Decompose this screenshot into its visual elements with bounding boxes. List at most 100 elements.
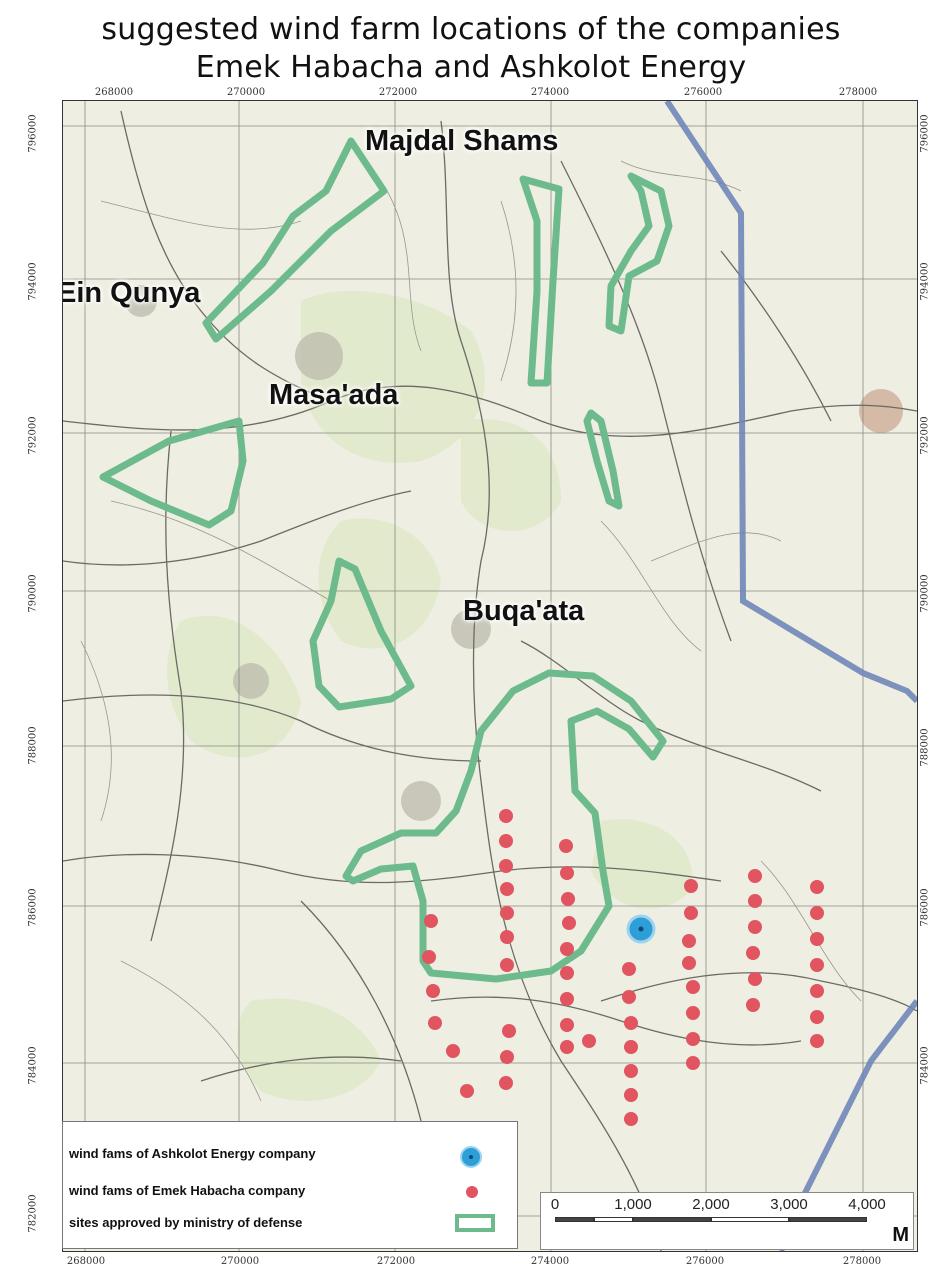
grid-label-left: 790000	[27, 574, 39, 613]
grid-label-bottom: 268000	[66, 1256, 106, 1267]
emek-turbine-marker[interactable]	[684, 906, 698, 920]
grid-label-top: 268000	[94, 87, 134, 98]
emek-turbine-marker[interactable]	[686, 1056, 700, 1070]
grid-label-bottom: 270000	[220, 1256, 260, 1267]
grid-label-bottom: 276000	[685, 1256, 725, 1267]
scale-segment	[711, 1217, 789, 1222]
ashkolot-turbine-marker[interactable]	[626, 914, 656, 944]
emek-turbine-marker[interactable]	[560, 866, 574, 880]
emek-turbine-marker[interactable]	[502, 1024, 516, 1038]
scale-bar: 0 1,000 2,000 3,000 4,000 M	[540, 1192, 914, 1250]
grid-label-bottom: 272000	[376, 1256, 416, 1267]
map-title-line-2: Emek Habacha and Ashkolot Energy	[195, 50, 747, 85]
map-title-line-1: suggested wind farm locations of the com…	[101, 12, 841, 47]
scale-label: 0	[550, 1196, 560, 1213]
emek-turbine-marker[interactable]	[682, 956, 696, 970]
scale-unit: M	[892, 1224, 909, 1246]
roads	[63, 110, 917, 1251]
emek-turbine-marker[interactable]	[500, 1050, 514, 1064]
place-label-ein-qunya: Ein Qunya	[62, 277, 201, 309]
emek-turbine-marker[interactable]	[560, 942, 574, 956]
approved-site	[309, 557, 415, 711]
border-line	[664, 101, 917, 1251]
emek-turbine-marker[interactable]	[748, 869, 762, 883]
emek-turbine-marker[interactable]	[499, 859, 513, 873]
village-areas	[125, 285, 903, 821]
emek-turbine-marker[interactable]	[428, 1016, 442, 1030]
emek-turbine-marker[interactable]	[810, 1034, 824, 1048]
emek-turbine-marker[interactable]	[748, 894, 762, 908]
grid-label-right: 788000	[919, 728, 931, 767]
emek-turbine-marker[interactable]	[499, 809, 513, 823]
grid-label-left: 784000	[27, 1046, 39, 1085]
emek-turbine-marker[interactable]	[746, 946, 760, 960]
approved-site	[519, 175, 563, 387]
legend-label-emek: wind fams of Emek Habacha company	[69, 1183, 306, 1198]
emek-turbine-group	[422, 809, 824, 1126]
emek-turbine-marker[interactable]	[500, 930, 514, 944]
emek-turbine-marker[interactable]	[582, 1034, 596, 1048]
approved-sites	[99, 137, 673, 983]
emek-turbine-marker[interactable]	[562, 916, 576, 930]
emek-turbine-marker[interactable]	[622, 962, 636, 976]
emek-turbine-marker[interactable]	[424, 914, 438, 928]
emek-turbine-marker[interactable]	[500, 958, 514, 972]
scale-segment	[594, 1217, 633, 1222]
emek-turbine-marker[interactable]	[426, 984, 440, 998]
grid-label-right: 796000	[919, 114, 931, 153]
ashkolot-turbine-icon	[460, 1146, 482, 1168]
emek-turbine-marker[interactable]	[686, 980, 700, 994]
emek-turbine-marker[interactable]	[810, 984, 824, 998]
scale-segment	[789, 1217, 867, 1222]
emek-turbine-marker[interactable]	[560, 1018, 574, 1032]
emek-turbine-marker[interactable]	[682, 934, 696, 948]
emek-turbine-marker[interactable]	[460, 1084, 474, 1098]
grid-label-right: 790000	[919, 574, 931, 613]
grid-label-left: 782000	[27, 1194, 39, 1233]
emek-turbine-marker[interactable]	[624, 1016, 638, 1030]
emek-turbine-marker[interactable]	[810, 958, 824, 972]
emek-turbine-marker[interactable]	[560, 1040, 574, 1054]
vegetation-areas	[167, 291, 693, 1101]
place-label-masaada: Masa'ada	[269, 379, 399, 411]
grid-label-top: 274000	[530, 87, 570, 98]
emek-turbine-marker[interactable]	[624, 1064, 638, 1078]
emek-turbine-icon	[466, 1186, 478, 1198]
grid-label-left: 788000	[27, 726, 39, 765]
scale-label: 4,000	[848, 1196, 886, 1213]
map-legend: wind fams of Ashkolot Energy company win…	[62, 1121, 518, 1249]
emek-turbine-marker[interactable]	[748, 972, 762, 986]
emek-turbine-marker[interactable]	[624, 1040, 638, 1054]
grid-label-left: 792000	[27, 416, 39, 455]
emek-turbine-marker[interactable]	[499, 1076, 513, 1090]
scale-segment	[633, 1217, 711, 1222]
emek-turbine-marker[interactable]	[624, 1112, 638, 1126]
emek-turbine-marker[interactable]	[561, 892, 575, 906]
approved-site	[202, 137, 388, 343]
emek-turbine-marker[interactable]	[810, 880, 824, 894]
emek-turbine-marker[interactable]	[559, 839, 573, 853]
emek-turbine-marker[interactable]	[622, 990, 636, 1004]
place-label-buqaata: Buqa'ata	[463, 595, 585, 627]
emek-turbine-marker[interactable]	[499, 834, 513, 848]
emek-turbine-marker[interactable]	[560, 992, 574, 1006]
legend-label-ashkolot: wind fams of Ashkolot Energy company	[69, 1146, 316, 1161]
emek-turbine-marker[interactable]	[624, 1088, 638, 1102]
emek-turbine-marker[interactable]	[500, 882, 514, 896]
grid-label-bottom: 274000	[530, 1256, 570, 1267]
emek-turbine-marker[interactable]	[446, 1044, 460, 1058]
emek-turbine-marker[interactable]	[746, 998, 760, 1012]
emek-turbine-marker[interactable]	[422, 950, 436, 964]
emek-turbine-marker[interactable]	[748, 920, 762, 934]
grid-label-right: 792000	[919, 416, 931, 455]
emek-turbine-marker[interactable]	[684, 879, 698, 893]
grid-label-left: 786000	[27, 888, 39, 927]
emek-turbine-marker[interactable]	[810, 1010, 824, 1024]
emek-turbine-marker[interactable]	[686, 1006, 700, 1020]
emek-turbine-marker[interactable]	[686, 1032, 700, 1046]
emek-turbine-marker[interactable]	[810, 906, 824, 920]
emek-turbine-marker[interactable]	[500, 906, 514, 920]
topographic-map[interactable]: Majdal Shams Ein Qunya Masa'ada Buqa'ata	[62, 100, 918, 1252]
emek-turbine-marker[interactable]	[810, 932, 824, 946]
emek-turbine-marker[interactable]	[560, 966, 574, 980]
